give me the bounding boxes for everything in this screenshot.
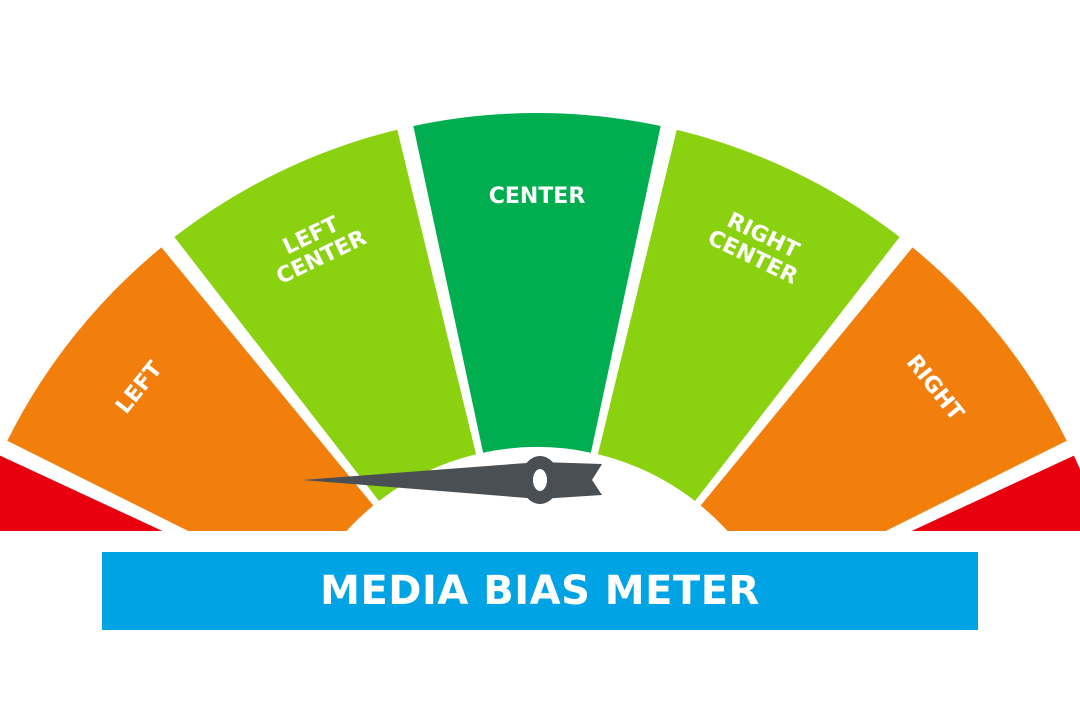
- gauge-segment-4: [597, 129, 900, 502]
- needle-pointer: [302, 462, 540, 499]
- banner-title: MEDIA BIAS METER: [320, 568, 760, 614]
- gauge-segment-0: [0, 455, 163, 531]
- gauge-segment-label-6: EXTREMERIGHT: [996, 530, 1070, 654]
- gauge-needle: [302, 456, 602, 504]
- banner: MEDIA BIAS METER: [102, 552, 978, 630]
- gauge-segment-5: [700, 247, 1067, 531]
- gauge-segment-6: [911, 455, 1080, 531]
- gauge-segment-label-3: CENTER: [489, 184, 586, 209]
- needle-hub-hole: [533, 469, 547, 491]
- gauge-segment-3: [413, 113, 661, 453]
- gauge-segment-1: [7, 247, 374, 531]
- gauge-segment-label-0: EXTREMELEFT: [4, 530, 78, 654]
- gauge-segments: [0, 113, 1080, 531]
- gauge-segment-2: [174, 129, 477, 502]
